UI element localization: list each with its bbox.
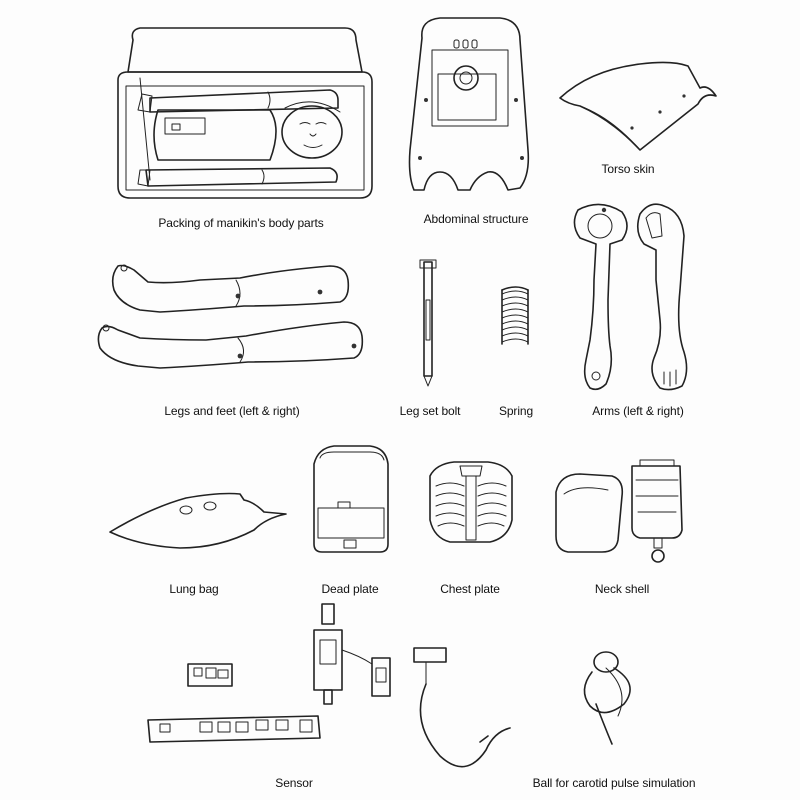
- neck-shell-illustration: [555, 459, 683, 563]
- label-abdominal-structure: Abdominal structure: [423, 212, 529, 226]
- label-chest-plate: Chest plate: [440, 582, 500, 596]
- label-lung-bag: Lung bag: [169, 582, 219, 596]
- pulse-ball-illustration: [583, 651, 631, 745]
- chest-plate-illustration: [429, 461, 513, 543]
- label-spring: Spring: [498, 404, 534, 418]
- torso-skin-illustration: [559, 61, 717, 151]
- lung-bag-illustration: [109, 492, 287, 549]
- label-legs: Legs and feet (left & right): [164, 404, 300, 418]
- legs-illustration: [97, 264, 364, 369]
- label-sensor: Sensor: [275, 776, 313, 790]
- dead-plate-illustration: [313, 445, 389, 553]
- label-pulse-ball: Ball for carotid pulse simulation: [532, 776, 696, 790]
- leg-set-bolt-illustration: [419, 259, 437, 387]
- label-torso-skin: Torso skin: [601, 162, 655, 176]
- label-arms: Arms (left & right): [592, 404, 684, 418]
- sensor-illustration: [147, 603, 511, 768]
- abdominal-structure-illustration: [408, 17, 530, 191]
- packing-case-illustration: [117, 27, 373, 199]
- label-packing: Packing of manikin's body parts: [158, 216, 324, 230]
- label-dead-plate: Dead plate: [321, 582, 379, 596]
- spring-illustration: [501, 286, 529, 345]
- label-leg-set-bolt: Leg set bolt: [399, 404, 461, 418]
- arms-illustration: [573, 203, 688, 391]
- label-neck-shell: Neck shell: [594, 582, 650, 596]
